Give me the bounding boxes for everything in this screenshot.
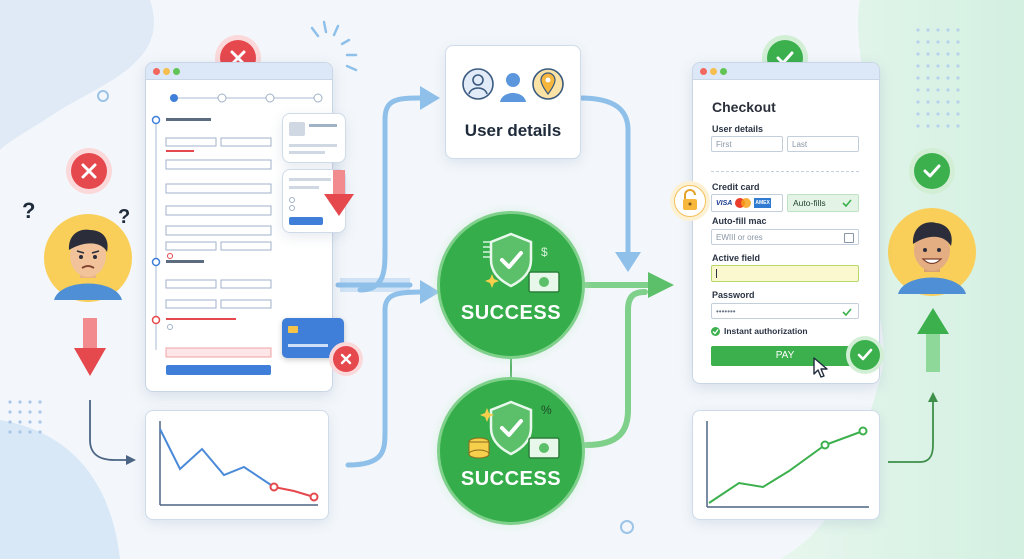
pointer-cursor-icon — [813, 357, 828, 378]
calendar-icon — [844, 233, 854, 243]
decor-dots-left — [8, 400, 42, 434]
autofill-mac-label: Auto-fill mac — [712, 216, 767, 226]
amex-logo: AMEX — [754, 198, 771, 208]
decor-blob-top-left — [0, 0, 154, 150]
shield-check-icon: $ — [483, 232, 560, 293]
checkout-title: Checkout — [712, 99, 776, 115]
red-down-arrow-body — [83, 318, 97, 350]
pay-label: PAY — [775, 350, 795, 361]
user-person-icon — [500, 73, 526, 102]
active-field-label: Active field — [712, 253, 761, 263]
check-circle-icon — [711, 326, 720, 336]
user-profile-icon — [462, 68, 494, 100]
instant-auth-row: Instant authorization — [711, 326, 808, 336]
instant-auth-label: Instant authorization — [724, 326, 808, 336]
decor-sparkle — [310, 20, 358, 72]
x-icon — [340, 353, 352, 365]
autofill-mac-field[interactable]: EWIII or ores — [711, 229, 859, 245]
success-top-badge: $ SUCCESS — [437, 211, 585, 359]
check-icon — [857, 348, 873, 361]
autofill-mac-value: EWIII or ores — [716, 233, 763, 242]
check-icon — [842, 308, 852, 316]
pay-button[interactable]: PAY — [711, 346, 859, 366]
declining-chart-card — [145, 410, 329, 520]
check-icon — [923, 164, 941, 178]
question-mark-right: ? — [118, 206, 131, 228]
card-brands: VISA AMEX — [711, 194, 783, 212]
credit-card-icon — [282, 318, 344, 358]
smiling-face-icon — [888, 208, 976, 296]
fail-badge-card — [333, 346, 359, 372]
green-up-arrow-body — [926, 332, 940, 372]
password-label: Password — [712, 290, 755, 300]
connector-green — [583, 282, 651, 448]
success-top-label: SUCCESS — [460, 302, 562, 324]
user-details-label: User details — [712, 124, 764, 134]
fail-badge-user — [71, 153, 107, 189]
user-icons — [462, 68, 564, 102]
legacy-popup-card-1 — [282, 113, 346, 163]
green-up-arrow-head — [917, 308, 949, 334]
first-name-field[interactable]: First — [711, 136, 783, 152]
success-bottom-label: SUCCESS — [460, 468, 562, 490]
x-icon — [81, 163, 97, 179]
svg-text:%: % — [541, 403, 552, 417]
coin-stack-icon — [468, 437, 490, 459]
svg-text:$: $ — [541, 245, 548, 259]
location-pin-icon — [532, 68, 564, 100]
user-details-card: User details — [445, 45, 581, 159]
confused-face-icon — [44, 214, 132, 302]
question-mark-left: ? — [22, 198, 36, 223]
decor-blob-bottom-left — [0, 420, 120, 559]
password-value: ••••••• — [716, 307, 736, 316]
last-name-field[interactable]: Last — [787, 136, 859, 152]
ok-badge-user — [914, 153, 950, 189]
autofills-label: Auto-fills — [793, 198, 826, 208]
rising-chart-card — [692, 410, 880, 520]
divider — [711, 171, 859, 172]
visa-logo: VISA — [716, 199, 733, 207]
red-down-arrow-head — [74, 348, 106, 376]
unlock-icon — [674, 185, 706, 217]
happy-user-avatar — [886, 206, 978, 298]
checkout-window: Checkout User details First Last Credit … — [692, 62, 880, 384]
rising-chart — [706, 421, 869, 508]
decor-dots-right — [916, 28, 960, 128]
shield-check-icon: % — [468, 400, 560, 459]
success-bottom-badge: % SUCCESS — [437, 377, 585, 525]
user-details-label: User details — [464, 121, 562, 140]
legacy-form-body — [151, 93, 323, 375]
red-arrow-down-icon — [324, 170, 354, 216]
window-titlebar — [693, 63, 879, 80]
autofills-pill[interactable]: Auto-fills — [787, 194, 859, 212]
pay-check-badge — [850, 340, 880, 370]
confused-user-avatar — [42, 212, 134, 304]
connector-blue — [335, 95, 631, 468]
window-titlebar — [146, 63, 332, 80]
check-icon — [842, 199, 852, 207]
password-field[interactable]: ••••••• — [711, 303, 859, 319]
active-field-input[interactable] — [711, 265, 859, 282]
declining-chart — [159, 421, 319, 506]
credit-card-label: Credit card — [712, 182, 760, 192]
mastercard-logo — [735, 198, 752, 208]
